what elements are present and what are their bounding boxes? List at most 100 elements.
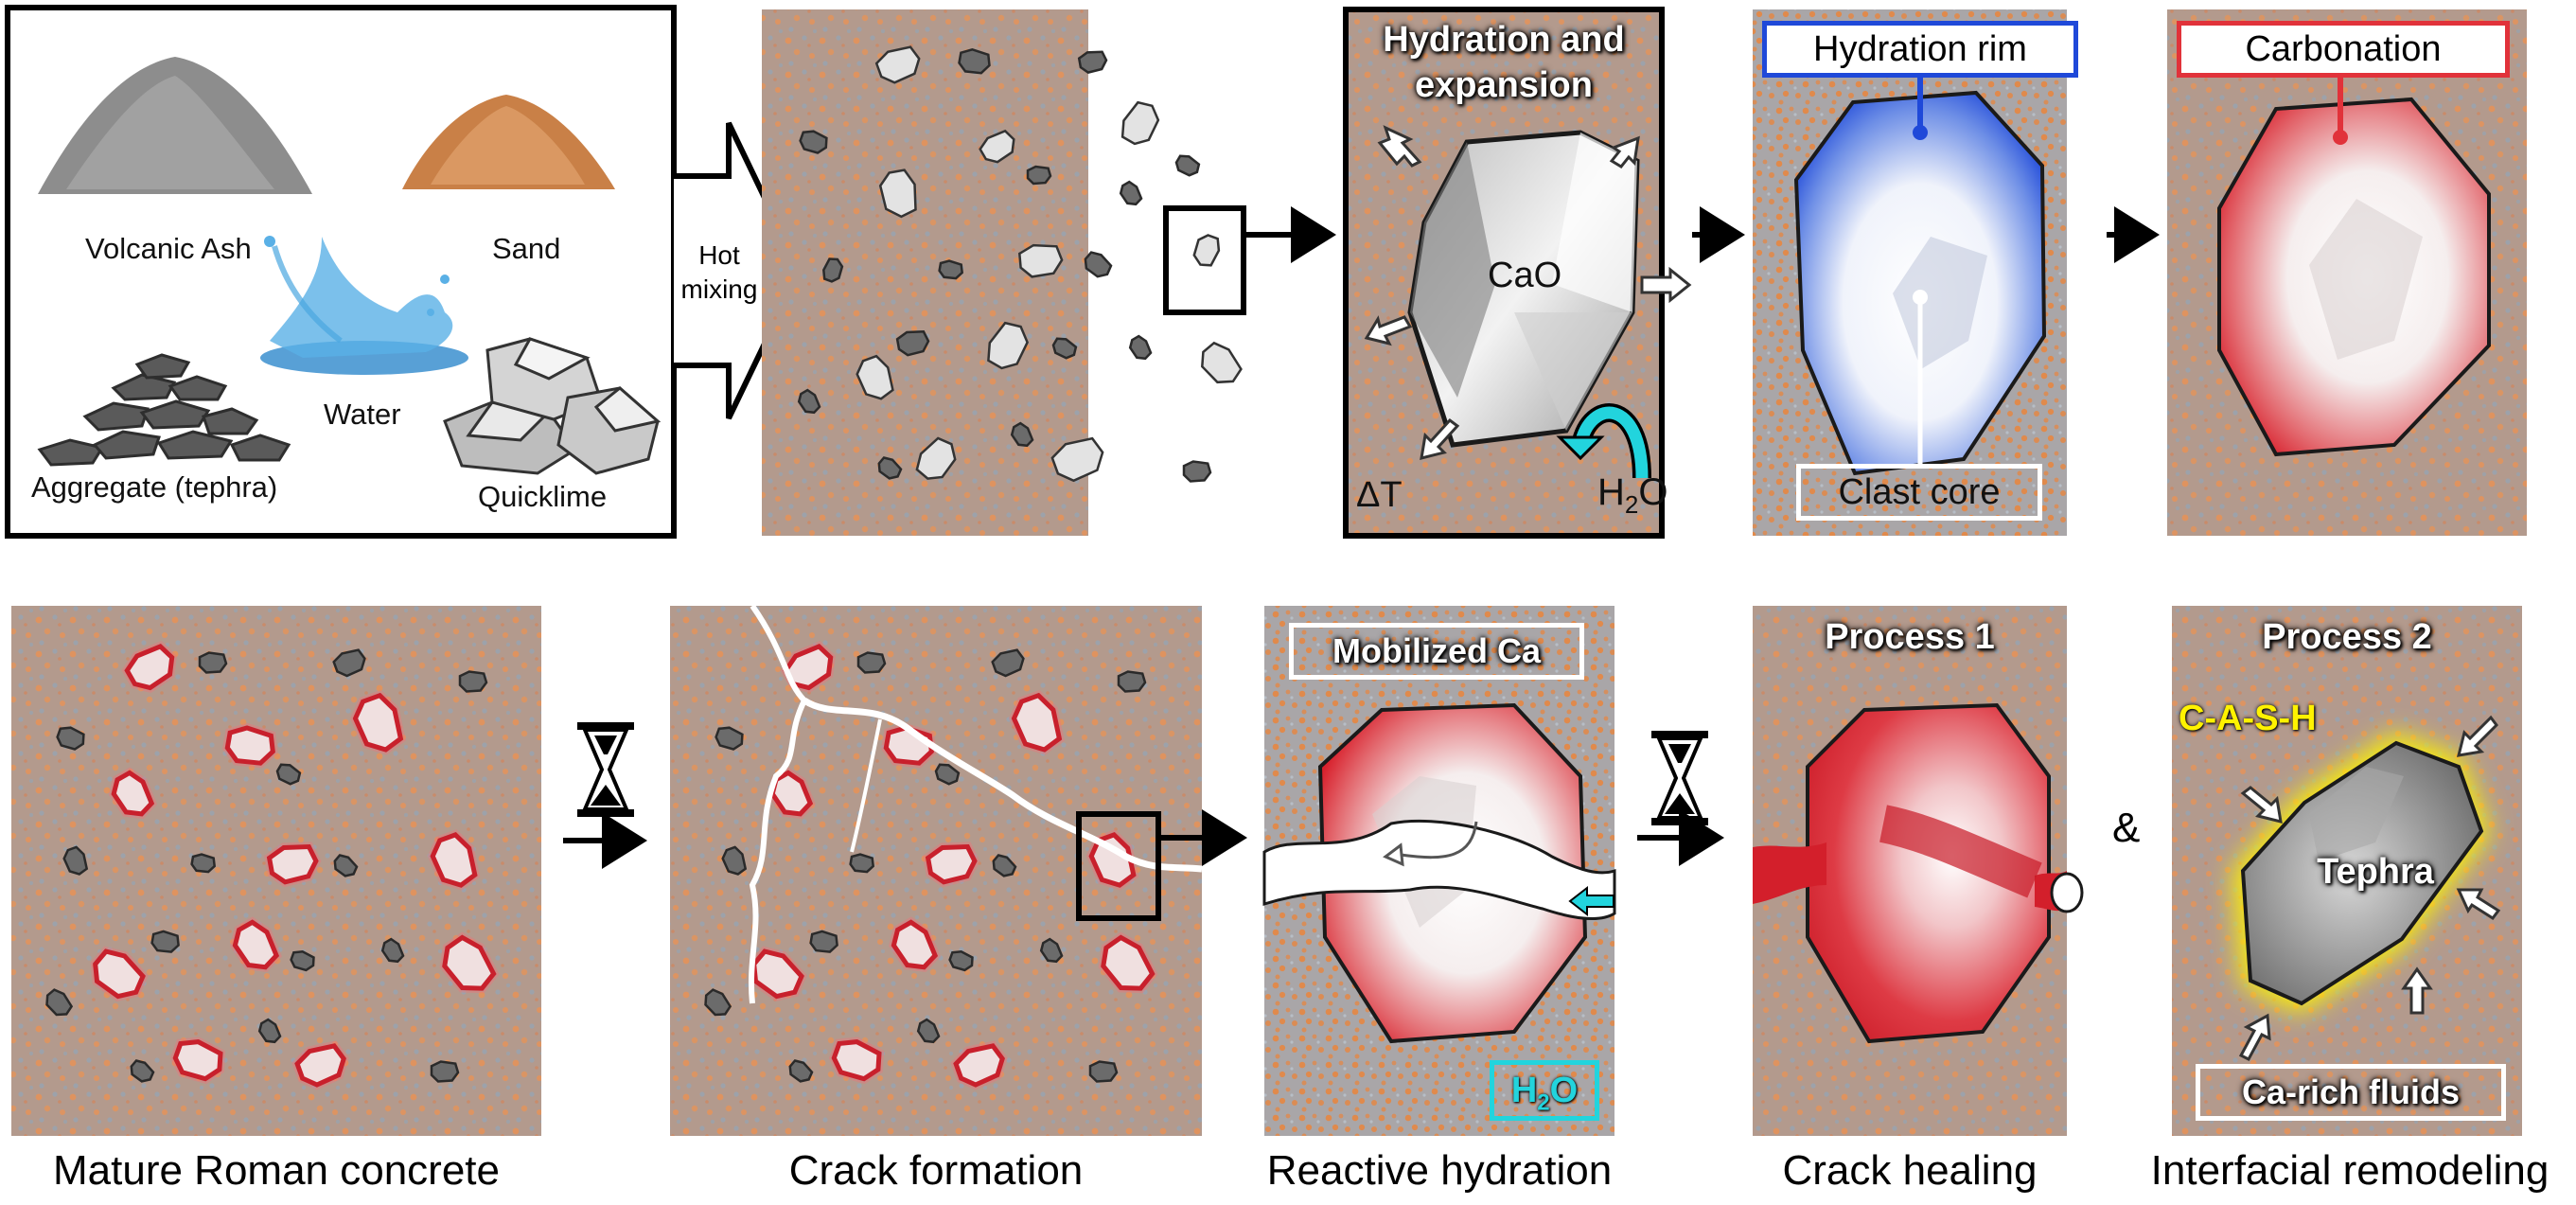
mixed-clast-1 <box>958 47 991 75</box>
mixed-clast-9 <box>1119 180 1143 206</box>
hourglass-icon-2 <box>1651 731 1708 825</box>
crack-clast-25 <box>1088 1060 1119 1083</box>
healed-clast <box>1806 702 2051 1044</box>
mixed-clast-13 <box>1084 251 1113 278</box>
mature-clast-5 <box>224 725 275 766</box>
crack-clast-6 <box>1011 692 1063 753</box>
ca-rich-fluids-label: Ca-rich fluids <box>2196 1064 2506 1121</box>
hot-mixing-line1: Hot <box>698 240 740 270</box>
process2-title: Process 2 <box>2262 617 2432 657</box>
mixed-clast-17 <box>987 321 1029 370</box>
crack-clast-24 <box>788 1059 814 1083</box>
mixed-clast-0 <box>874 45 921 84</box>
quicklime-pile <box>443 337 662 475</box>
mature-clast-9 <box>190 853 217 874</box>
label-crack-formation: Crack formation <box>788 1147 1084 1194</box>
mature-clast-12 <box>430 832 478 888</box>
mature-clast-19 <box>442 934 497 991</box>
mixed-clast-14 <box>1192 234 1221 267</box>
mature-clast-1 <box>198 651 228 674</box>
mature-clast-3 <box>458 670 488 693</box>
aggregate-pile <box>37 353 291 467</box>
label-crack-healing: Crack healing <box>1782 1147 2038 1194</box>
crack-clast-18 <box>1039 937 1064 964</box>
label-aggregate: Aggregate (tephra) <box>31 470 278 504</box>
mobilized-ca-label: Mobilized Ca <box>1289 623 1584 680</box>
mixed-clast-6 <box>878 168 917 219</box>
mixed-clast-7 <box>979 129 1015 164</box>
crack-clast-19 <box>1101 934 1156 991</box>
expansion-arrows <box>1364 125 1692 461</box>
hot-mixing-line2: mixing <box>680 275 758 304</box>
mixed-clast-10 <box>822 257 844 283</box>
crack-clast-7 <box>934 763 961 786</box>
healed-crack-left <box>1753 842 1826 904</box>
crack-clast-22 <box>831 1039 882 1082</box>
mixed-clast-5 <box>799 130 828 154</box>
crack-clast-21 <box>916 1018 941 1044</box>
mixed-clast-19 <box>1128 334 1153 361</box>
label-sand: Sand <box>492 232 561 265</box>
crack-clast-14 <box>809 930 838 953</box>
label-interfacial-remodeling: Interfacial remodeling <box>2150 1147 2550 1194</box>
hydration-title: Hydration and expansion <box>1349 17 1659 108</box>
carbonation-label: Carbonation <box>2177 21 2510 78</box>
hydration-title-line1: Hydration and <box>1383 20 1625 60</box>
crack-line-main <box>748 604 808 1004</box>
mixed-clast-24 <box>877 456 903 480</box>
rim-marker-dot <box>1913 125 1928 140</box>
mature-clast-16 <box>232 919 280 970</box>
crack-clast-3 <box>1117 670 1147 693</box>
crack-clast-9 <box>849 853 875 874</box>
label-volcanic-ash: Volcanic Ash <box>85 232 252 265</box>
mature-clast-17 <box>290 950 315 972</box>
mature-clast-25 <box>430 1060 460 1083</box>
crack-clast-13 <box>721 845 748 876</box>
mature-clast-8 <box>111 770 155 817</box>
crack-clast-20 <box>704 988 732 1017</box>
process1-title: Process 1 <box>1825 617 1995 657</box>
tephra-clast <box>2240 740 2484 1006</box>
fluid-arrows <box>2238 715 2501 1061</box>
mature-clast-20 <box>45 988 74 1017</box>
crack-clast-1 <box>856 651 887 674</box>
zoom-box-1 <box>1163 205 1246 315</box>
crack-clast-10 <box>925 843 978 885</box>
mature-clast-2 <box>332 648 366 678</box>
label-quicklime: Quicklime <box>478 480 608 513</box>
mixed-clast-21 <box>797 388 821 415</box>
mixed-clast-4 <box>1174 154 1201 177</box>
mature-clast-21 <box>257 1018 282 1044</box>
mature-clast-24 <box>130 1059 155 1083</box>
mature-clasts <box>45 641 500 1090</box>
mixed-clast-23 <box>915 436 957 480</box>
hydration-title-line2: expansion <box>1415 65 1593 105</box>
zoom-box-2 <box>1076 811 1161 921</box>
crack-line-branch <box>803 697 1203 873</box>
clast-core-label: Clast core <box>1796 464 2042 521</box>
mature-clast-14 <box>150 930 180 953</box>
cash-label: C-A-S-H <box>2179 699 2317 738</box>
mature-clast-18 <box>380 937 405 964</box>
mixed-clast-18 <box>1051 337 1078 360</box>
mixed-clast-8 <box>1026 165 1052 186</box>
crack-clast-23 <box>953 1043 1005 1088</box>
mixed-clast-20 <box>1201 341 1243 384</box>
reactive-water-label: H2O <box>1490 1060 1599 1121</box>
mixed-clast-22 <box>1010 421 1034 448</box>
hot-mixing-label: Hot mixing <box>679 239 759 307</box>
delta-t-label: ΔT <box>1356 475 1403 515</box>
water-inflow-arrow <box>1568 885 1614 917</box>
crack-water-channel <box>1262 819 1616 920</box>
mature-clast-15 <box>93 948 146 1000</box>
mixed-clast-16 <box>856 354 894 400</box>
mature-clast-7 <box>275 763 302 786</box>
carbonation-marker-dot <box>2333 130 2348 145</box>
mixed-clast-12 <box>1017 243 1064 278</box>
mature-clast-23 <box>294 1043 346 1088</box>
crack-end-pore <box>2050 872 2084 913</box>
mixed-clast-15 <box>895 330 930 357</box>
crack-clast-4 <box>715 726 744 751</box>
